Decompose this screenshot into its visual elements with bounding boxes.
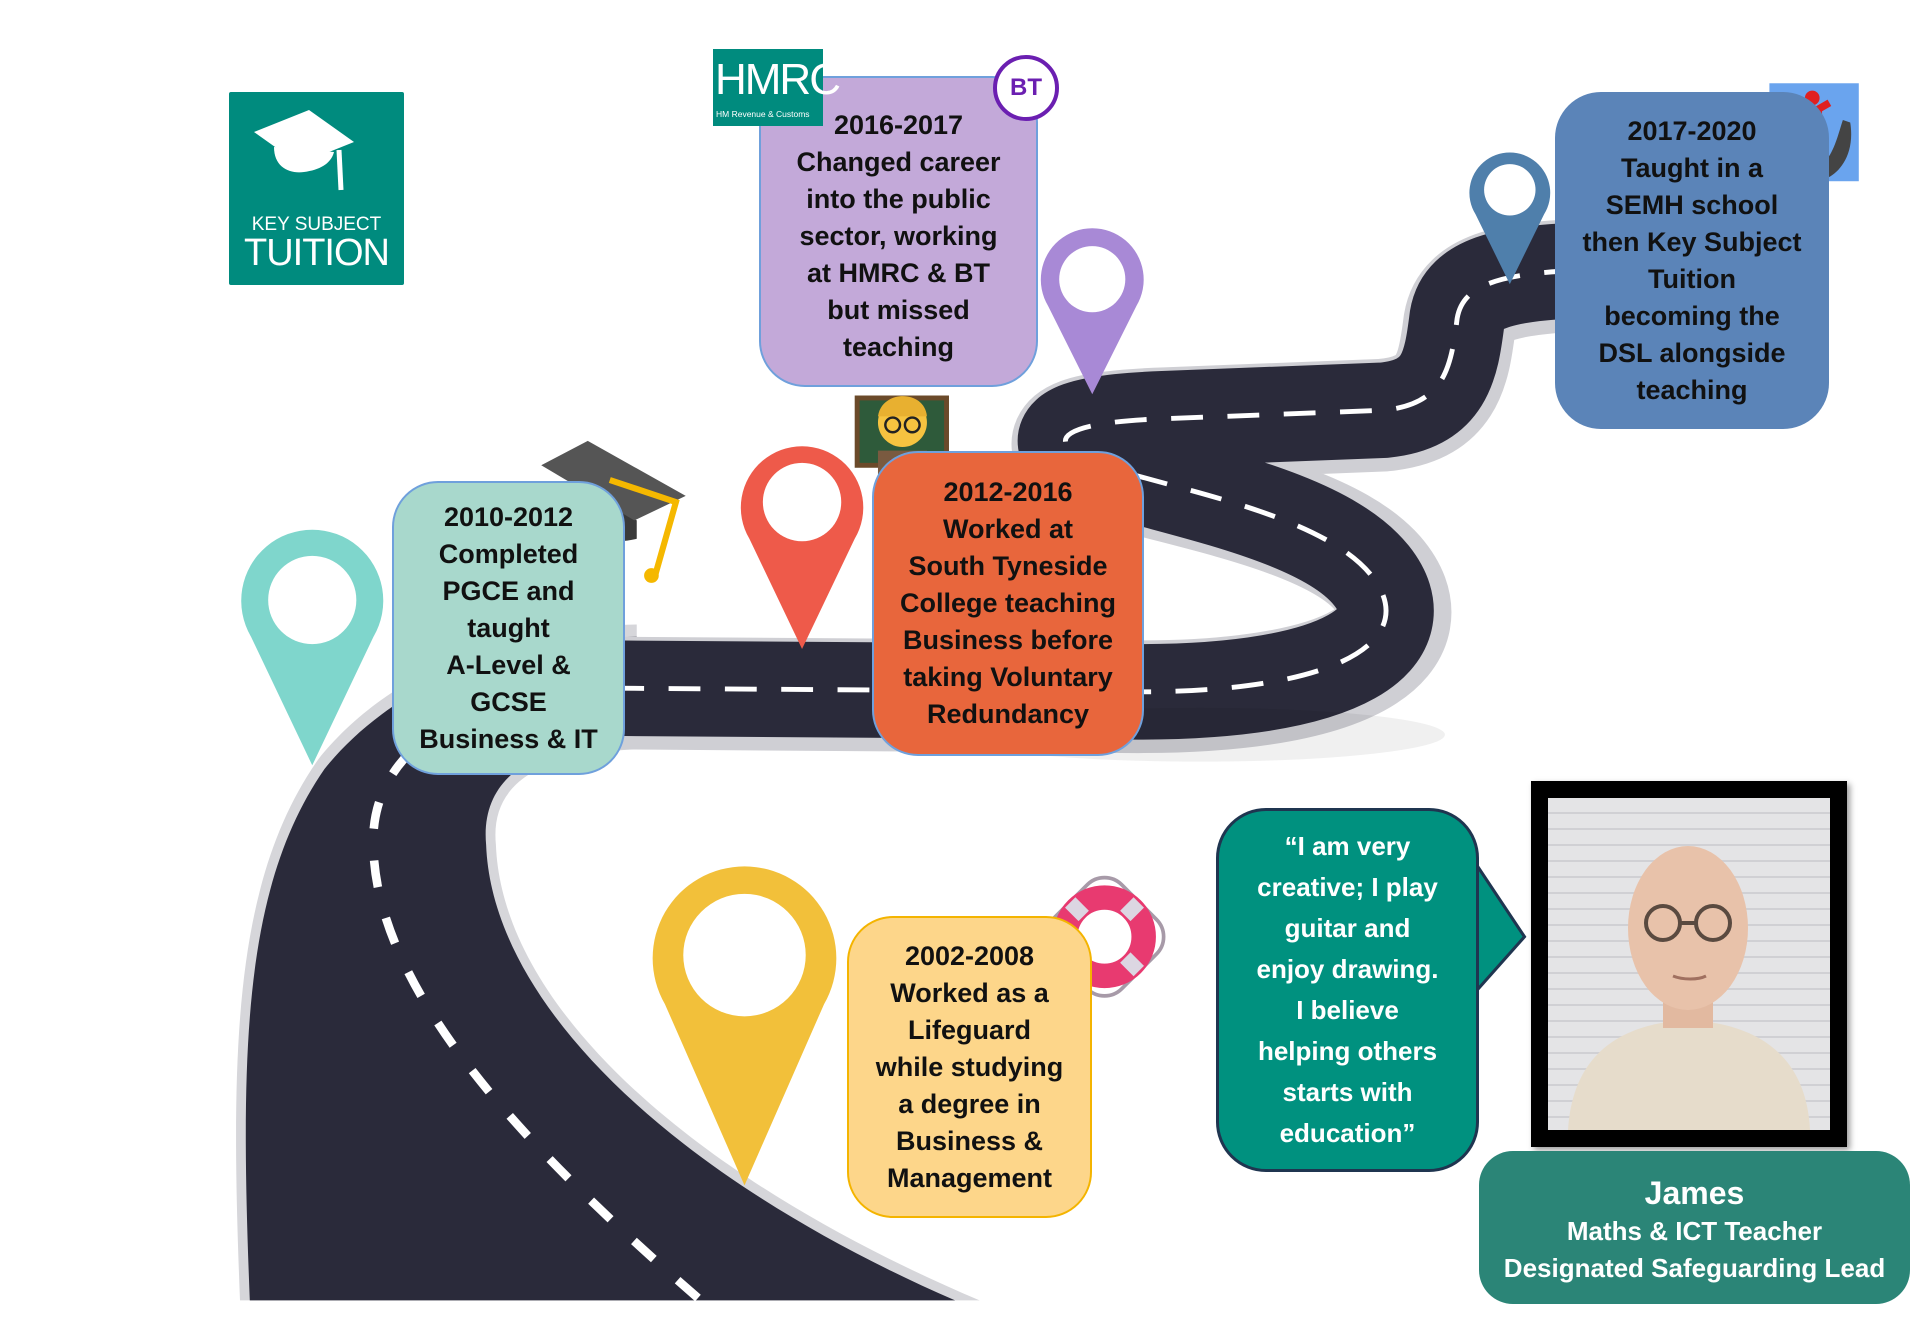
milestone-text: Worked at South Tyneside College teachin… [899, 514, 1117, 729]
hmrc-logo-subtitle: HM Revenue & Customs [716, 109, 810, 119]
milestone-text: Completed PGCE and taught A-Level & GCSE… [419, 538, 598, 754]
milestone-2017-2020: 2017-2020 Taught in a SEMH school then K… [1555, 92, 1829, 429]
pin-yellow [652, 866, 837, 1186]
milestone-text: Taught in a SEMH school then Key Subject… [1582, 152, 1802, 405]
pin-purple [1040, 228, 1144, 395]
road-center-dashes-lower [369, 683, 701, 1302]
milestone-year: 2012-2016 [943, 477, 1073, 507]
pin-red [740, 446, 864, 649]
profile-photo-frame [1531, 781, 1847, 1147]
road-segment-lower [245, 636, 956, 1301]
quote-bubble: “I am very creative; I play guitar and e… [1216, 808, 1479, 1172]
milestone-text: Changed career into the public sector, w… [796, 147, 1001, 362]
hmrc-logo-title: HMRC [715, 55, 841, 104]
pin-teal [241, 529, 384, 766]
logo-line2: TUITION [244, 232, 390, 274]
pin-blue [1469, 152, 1551, 285]
milestone-year: 2002-2008 [904, 940, 1035, 971]
profile-name: James [1644, 1175, 1745, 1211]
key-subject-tuition-logo: KEY SUBJECT TUITION [229, 92, 404, 285]
profile-photo [1548, 798, 1830, 1130]
hmrc-logo: HMRC HM Revenue & Customs [713, 49, 841, 126]
milestone-2016-2017: 2016-2017 Changed career into the public… [759, 76, 1038, 387]
profile-title: Designated Safeguarding Lead [1503, 1253, 1886, 1283]
milestone-2002-2008: 2002-2008 Worked as a Lifeguard while st… [847, 916, 1092, 1218]
milestone-year: 2017-2020 [1627, 115, 1757, 146]
logo-line1: KEY SUBJECT [251, 214, 382, 235]
graduation-cap-logo-icon [254, 110, 354, 191]
milestone-year: 2016-2017 [833, 110, 964, 140]
milestone-2012-2016: 2012-2016 Worked at South Tyneside Colle… [872, 451, 1144, 756]
milestone-year: 2010-2012 [443, 501, 574, 532]
profile-role: Maths & ICT Teacher [1566, 1216, 1823, 1246]
road-center-dashes [612, 266, 1605, 695]
milestone-2010-2012: 2010-2012 Completed PGCE and taught A-Le… [392, 481, 625, 775]
quote-bubble-tail [1473, 858, 1527, 996]
profile-name-card: James Maths & ICT Teacher Designated Saf… [1479, 1151, 1910, 1304]
person-portrait [1568, 846, 1810, 1130]
milestone-text: Worked as a Lifeguard while studying a d… [875, 977, 1064, 1193]
bt-logo: BT [993, 55, 1059, 121]
